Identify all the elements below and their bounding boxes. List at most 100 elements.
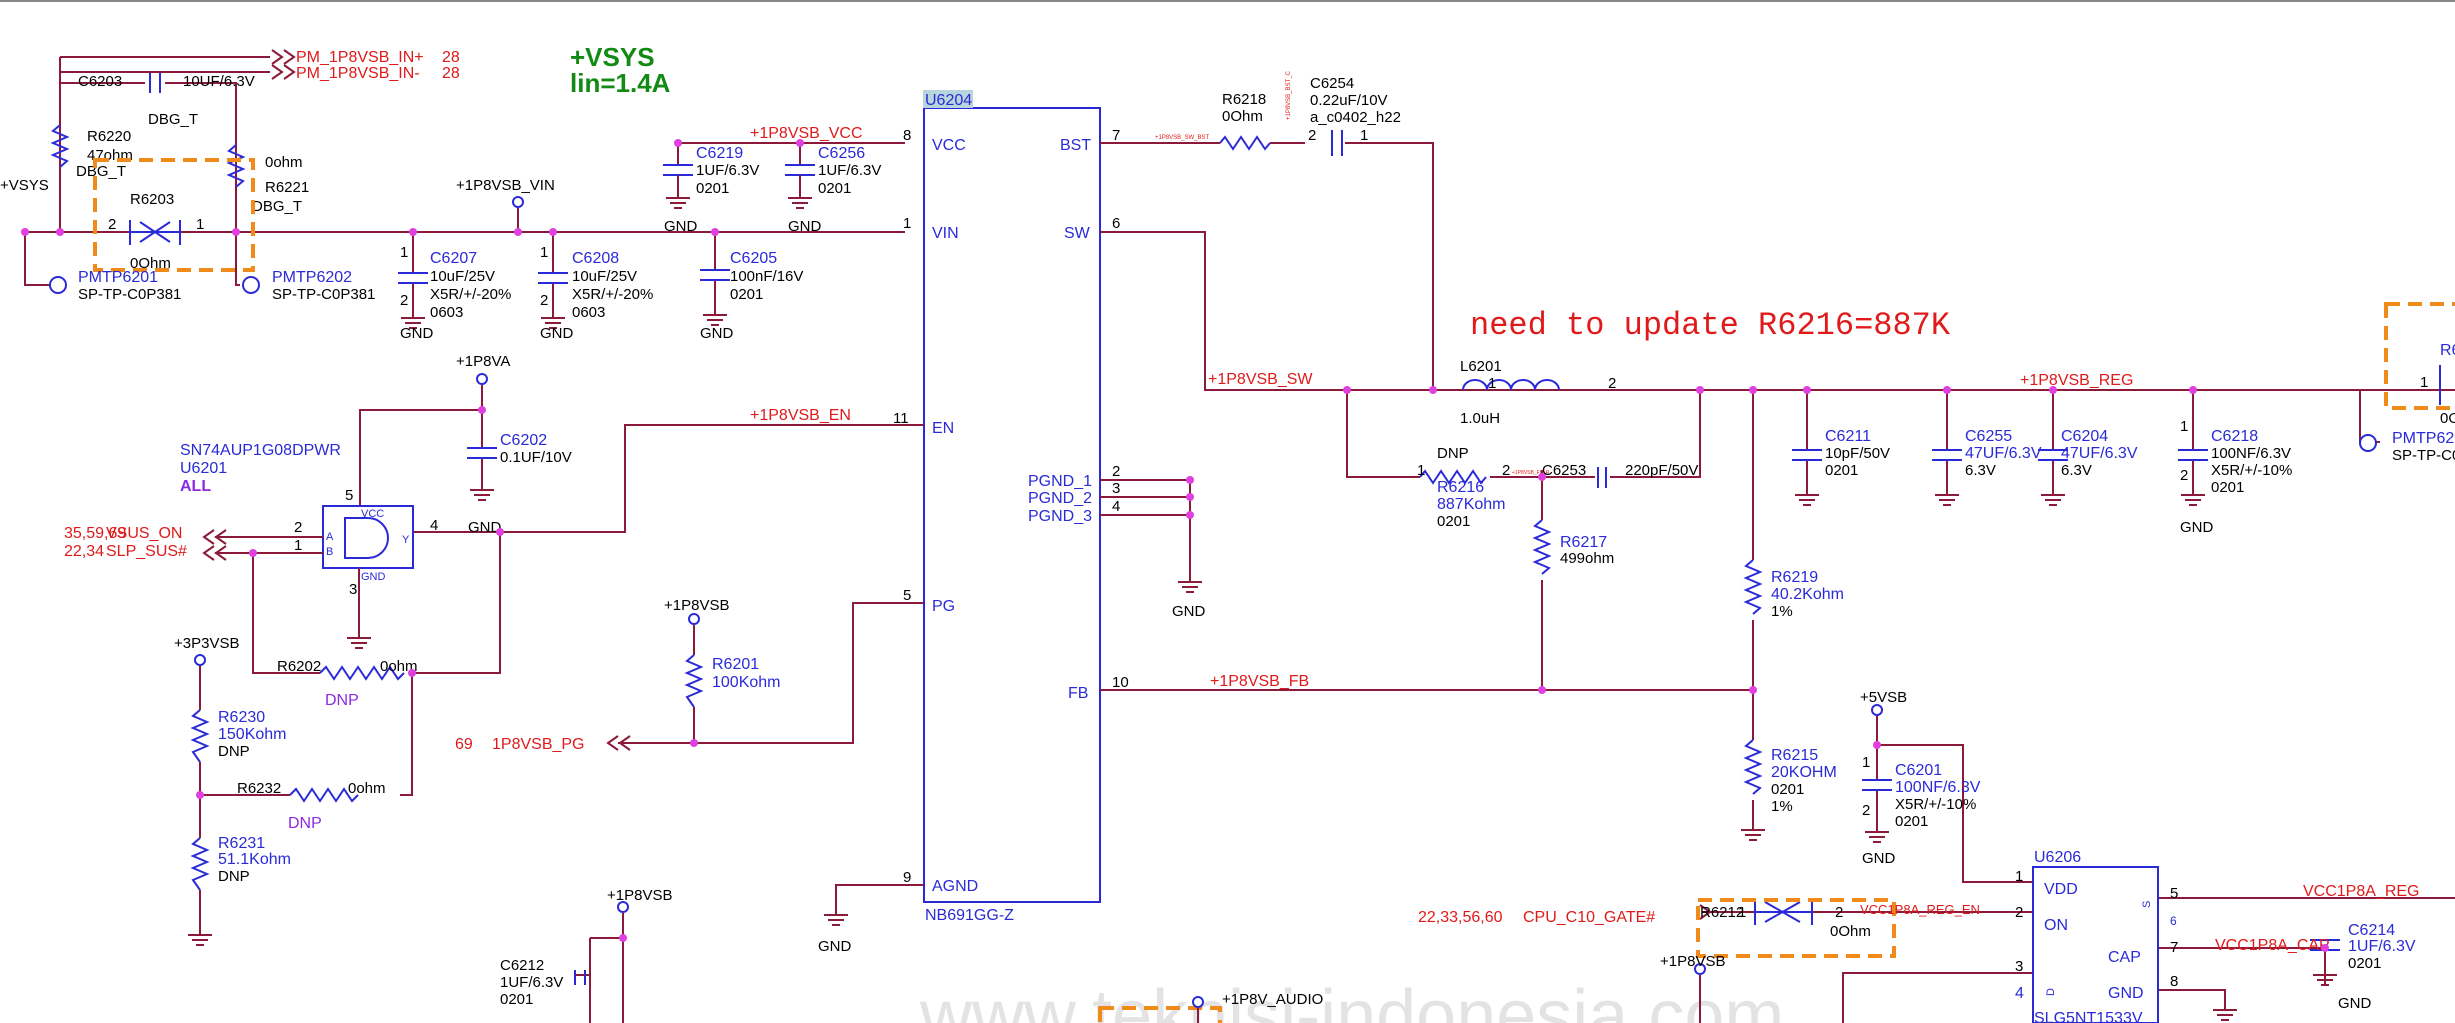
r6230-val: 150Kohm bbox=[218, 726, 287, 743]
c6205-val: 100nF/16V bbox=[730, 268, 803, 285]
net-slp: SLP_SUS# bbox=[106, 543, 187, 560]
net-vcc1p8a-reg: VCC1P8A_REG bbox=[2303, 883, 2420, 900]
pmtp6201-ref: PMTP6201 bbox=[78, 269, 158, 286]
gnd-label-5: GND bbox=[788, 218, 822, 235]
ic-u6201-ref: U6201 bbox=[180, 460, 227, 477]
net-fb: +1P8VSB_FB bbox=[1210, 673, 1309, 690]
c6204-val: 47UF/6.3V bbox=[2061, 445, 2138, 462]
pmtp6202-testpoint bbox=[242, 276, 260, 294]
l6201-inductor bbox=[1433, 379, 1700, 391]
c6203-val: 10UF/6.3V bbox=[183, 73, 255, 90]
l6201-pin1: 1 bbox=[1488, 375, 1496, 392]
gnd-label-7: GND bbox=[1172, 603, 1206, 620]
pin-pgnd3-num: 4 bbox=[1112, 498, 1120, 515]
r6212-pin1: 1 bbox=[1738, 904, 1746, 921]
vin-probe bbox=[512, 196, 524, 208]
r6202-val: 0ohm bbox=[380, 658, 418, 675]
u6206-wiring bbox=[1699, 716, 2455, 1023]
u6206-cap: CAP bbox=[2108, 949, 2141, 966]
r-right-val: 0O bbox=[2440, 410, 2455, 427]
r6203-pin1: 1 bbox=[196, 216, 204, 233]
c6202-ref: C6202 bbox=[500, 432, 547, 449]
r6216-pin1: 1 bbox=[1417, 462, 1425, 479]
net-pm-in-n-ref: 28 bbox=[442, 65, 460, 82]
watermark: www.teknisi-indonesia.com bbox=[919, 976, 1784, 1023]
c6254-pkg: a_c0402_h22 bbox=[1310, 109, 1401, 126]
pin-fb-num: 10 bbox=[1112, 674, 1129, 691]
c6256-ref: C6256 bbox=[818, 145, 865, 162]
r6232-val: 0ohm bbox=[348, 780, 386, 797]
c6218-pkg: 0201 bbox=[2211, 479, 2244, 496]
c6254-pin2: 2 bbox=[1308, 127, 1316, 144]
u6206-d: D bbox=[2045, 988, 2057, 996]
l6201-val: 1.0uH bbox=[1460, 410, 1500, 427]
net-slp-refs: 22,34 bbox=[64, 543, 104, 560]
r6231-val: 51.1Kohm bbox=[218, 851, 291, 868]
c6204-ref: C6204 bbox=[2061, 428, 2108, 445]
r-right-ref: R6 bbox=[2440, 342, 2455, 359]
c6207-capacitor bbox=[398, 232, 428, 329]
r6219-val: 40.2Kohm bbox=[1771, 586, 1844, 603]
c6201-ref: C6201 bbox=[1895, 762, 1942, 779]
net-reg: +1P8VSB_REG bbox=[2020, 372, 2133, 389]
r6202-opt: DNP bbox=[325, 692, 359, 709]
c6205-pkg: 0201 bbox=[730, 286, 763, 303]
pin-bst-num: 7 bbox=[1112, 127, 1120, 144]
r6217-ref: R6217 bbox=[1560, 534, 1607, 551]
net-vcc: +1P8VSB_VCC bbox=[750, 125, 863, 142]
c6204-v2: 6.3V bbox=[2061, 462, 2092, 479]
c6205-ref: C6205 bbox=[730, 250, 777, 267]
c6212-pkg: 0201 bbox=[500, 991, 533, 1008]
u6206-pin2: 2 bbox=[2015, 904, 2023, 921]
tiny-c6254-net: +1P8VSB_BST_C bbox=[1286, 70, 1292, 120]
gnd-label-3: GND bbox=[700, 325, 734, 342]
c6212-val: 1UF/6.3V bbox=[500, 974, 563, 991]
ic-u6204-ref: U6204 bbox=[925, 92, 972, 109]
r6203-jumper bbox=[129, 220, 181, 245]
r6219-tol: 1% bbox=[1771, 603, 1793, 620]
c6214-pkg: 0201 bbox=[2348, 955, 2381, 972]
r6201-val: 100Kohm bbox=[712, 674, 781, 691]
c6218-ref: C6218 bbox=[2211, 428, 2258, 445]
c6207-val: 10uF/25V bbox=[430, 268, 495, 285]
gnd-label-10: GND bbox=[1862, 850, 1896, 867]
net-pg: 1P8VSB_PG bbox=[492, 736, 585, 753]
r6212-pin2: 2 bbox=[1835, 904, 1843, 921]
c6219-pkg: 0201 bbox=[696, 180, 729, 197]
bst-wiring bbox=[1100, 130, 1840, 391]
r6216-ref: R6216 bbox=[1437, 479, 1484, 496]
pin-sw-num: 6 bbox=[1112, 215, 1120, 232]
u6201-pin3: 3 bbox=[349, 581, 357, 598]
pin-en-num: 11 bbox=[893, 410, 909, 427]
c6253-val: 220pF/50V bbox=[1625, 462, 1698, 479]
c6207-ref: C6207 bbox=[430, 250, 477, 267]
pin-en-name: EN bbox=[932, 420, 954, 437]
feedforward-wiring bbox=[1346, 390, 1701, 690]
p1p8va-probe bbox=[476, 373, 488, 385]
c6212-wiring bbox=[574, 913, 624, 1023]
pmtp6202-val: SP-TP-C0P381 bbox=[272, 286, 375, 303]
gnd-label-c6214: GND bbox=[2338, 995, 2372, 1012]
pin-pgnd2-num: 3 bbox=[1112, 480, 1120, 497]
r6221-ref: R6221 bbox=[265, 179, 309, 196]
u6206-pin3: 3 bbox=[2015, 958, 2023, 975]
pin-pg-name: PG bbox=[932, 598, 955, 615]
c6255-ref: C6255 bbox=[1965, 428, 2012, 445]
c6208-val: 10uF/25V bbox=[572, 268, 637, 285]
c6207-pin2: 2 bbox=[400, 292, 408, 309]
c6208-capacitor bbox=[538, 232, 568, 329]
p1p8v-audio-probe bbox=[1192, 996, 1204, 1008]
net-p5vsb: +5VSB bbox=[1860, 689, 1907, 706]
c6201-pin1: 1 bbox=[1862, 754, 1870, 771]
p1p8vsb-right-probe bbox=[1694, 963, 1706, 975]
update-note: need to update R6216=887K bbox=[1470, 307, 1951, 344]
r6216-val: 887Kohm bbox=[1437, 496, 1506, 513]
r6218-ref: R6218 bbox=[1222, 91, 1266, 108]
net-pm-in-n: PM_1P8VSB_IN- bbox=[296, 65, 420, 82]
u6206-s: S bbox=[2141, 901, 2153, 908]
c6205-capacitor bbox=[700, 232, 730, 326]
net-vin: +1P8VSB_VIN bbox=[456, 177, 555, 194]
r6219-ref: R6219 bbox=[1771, 569, 1818, 586]
r6203-val: 0Ohm bbox=[130, 255, 171, 272]
tiny-bst-net: +1P8VSB_SW_BST bbox=[1155, 135, 1210, 141]
